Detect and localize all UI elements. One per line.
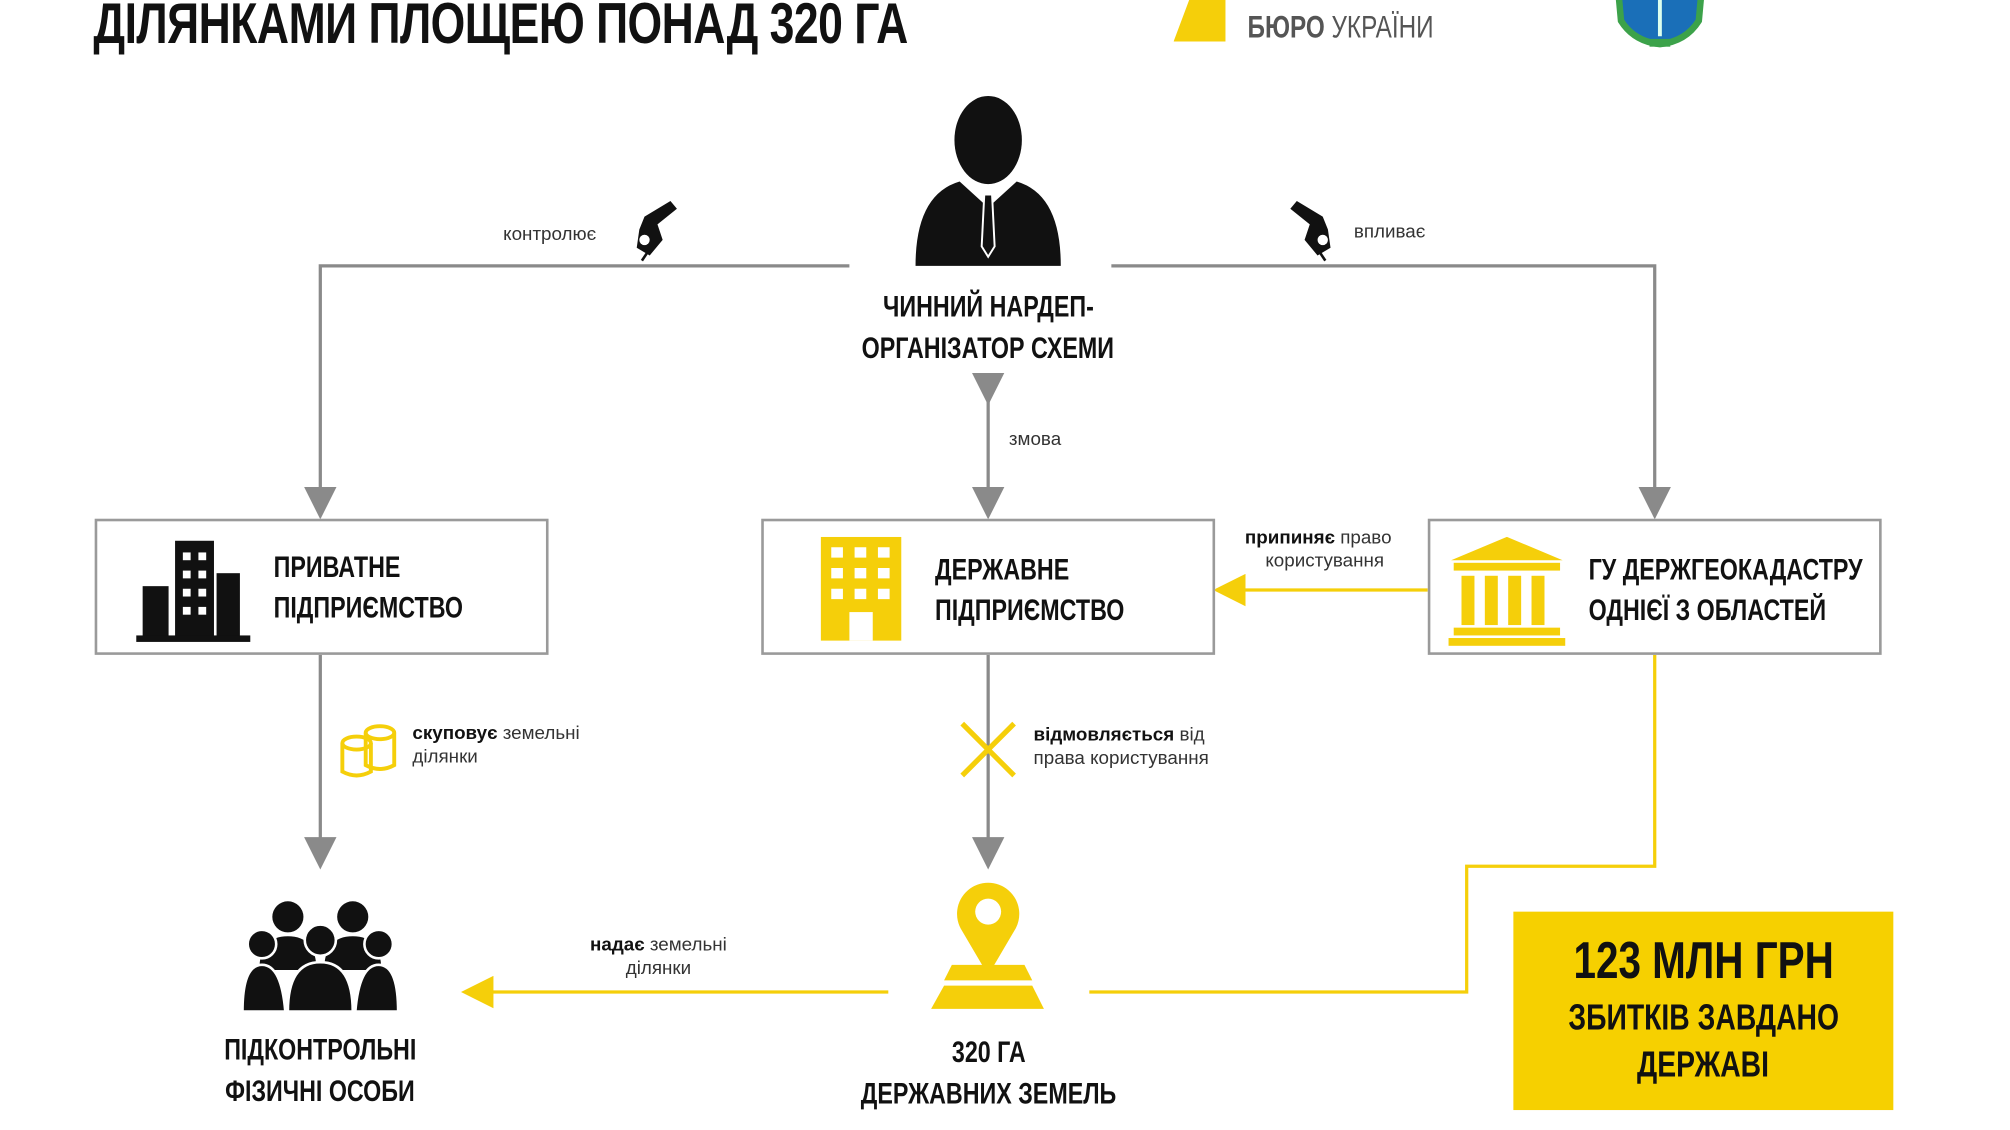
nabu-logo-text: БЮРО УКРАЇНИ: [1247, 10, 1434, 46]
organizer-label: ЧИННИЙ НАРДЕП-ОРГАНІЗАТОР СХЕМИ: [861, 289, 1115, 365]
puppet-hand-icon: [636, 201, 677, 262]
controls-label: контролює: [503, 224, 597, 246]
prosecutor-emblem: [1608, 0, 1712, 56]
puppet-hand-icon: [1290, 201, 1331, 262]
controls-connector: [304, 264, 850, 520]
damage-amount: 123 МЛН ГРН: [1573, 932, 1834, 990]
nabu-logo: [1173, 0, 1232, 51]
influences-connector: [1111, 264, 1671, 520]
map-pin-icon: [931, 882, 1044, 1009]
damage-connector: [1089, 654, 1657, 994]
influences-label: впливає: [1353, 221, 1426, 243]
collusion-label: змова: [1008, 429, 1062, 450]
cross-icon: [960, 721, 1016, 778]
people-group-icon: [241, 901, 400, 1013]
government-building-icon: [1448, 536, 1566, 646]
office-building-icon: [820, 536, 902, 641]
nabu-logo-mark: [1173, 0, 1226, 42]
businessman-icon: [915, 95, 1061, 266]
skyscrapers-icon: [136, 540, 251, 642]
coins-stack-icon: [340, 724, 397, 778]
page-title: ДІЛЯНКАМИ ПЛОЩЕЮ ПОНАД 320 ГА: [93, 0, 908, 56]
